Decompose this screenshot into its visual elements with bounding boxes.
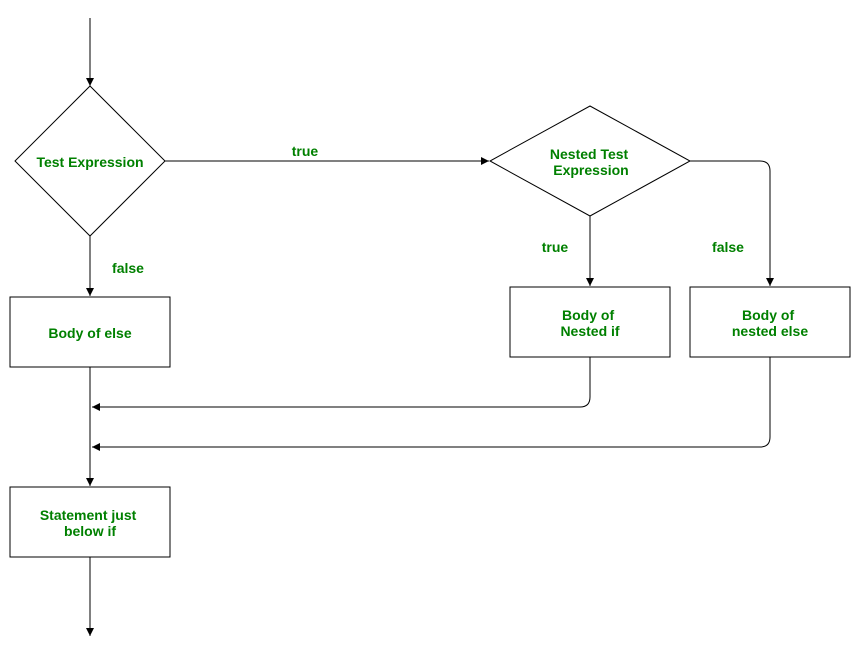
false-arrow-to-nested-else xyxy=(690,160,774,286)
nested-test-expression-label: Nested Test Expression xyxy=(550,146,632,178)
body-of-else-box xyxy=(9,296,171,368)
false-edge-label: false xyxy=(112,260,144,276)
nested-test-expression-decision xyxy=(488,105,692,217)
nested-if-return-arrow xyxy=(92,357,591,411)
true-edge-label: true xyxy=(292,143,319,159)
nested-else-return-arrow xyxy=(92,357,771,451)
nested-false-edge-label: false xyxy=(712,239,744,255)
nested-true-edge-label: true xyxy=(542,239,569,255)
test-expression-decision xyxy=(14,85,166,237)
body-of-nested-else-box xyxy=(689,286,851,358)
statement-below-if-label: Statement just below if xyxy=(40,507,140,539)
body-of-nested-if-label: Body of Nested if xyxy=(560,307,619,339)
statement-below-if-box xyxy=(9,486,171,558)
test-expression-label: Test Expression xyxy=(36,154,143,170)
body-of-nested-if-box xyxy=(509,286,671,358)
body-of-nested-else-label: Body of nested else xyxy=(732,307,808,339)
body-of-else-label: Body of else xyxy=(48,325,131,341)
